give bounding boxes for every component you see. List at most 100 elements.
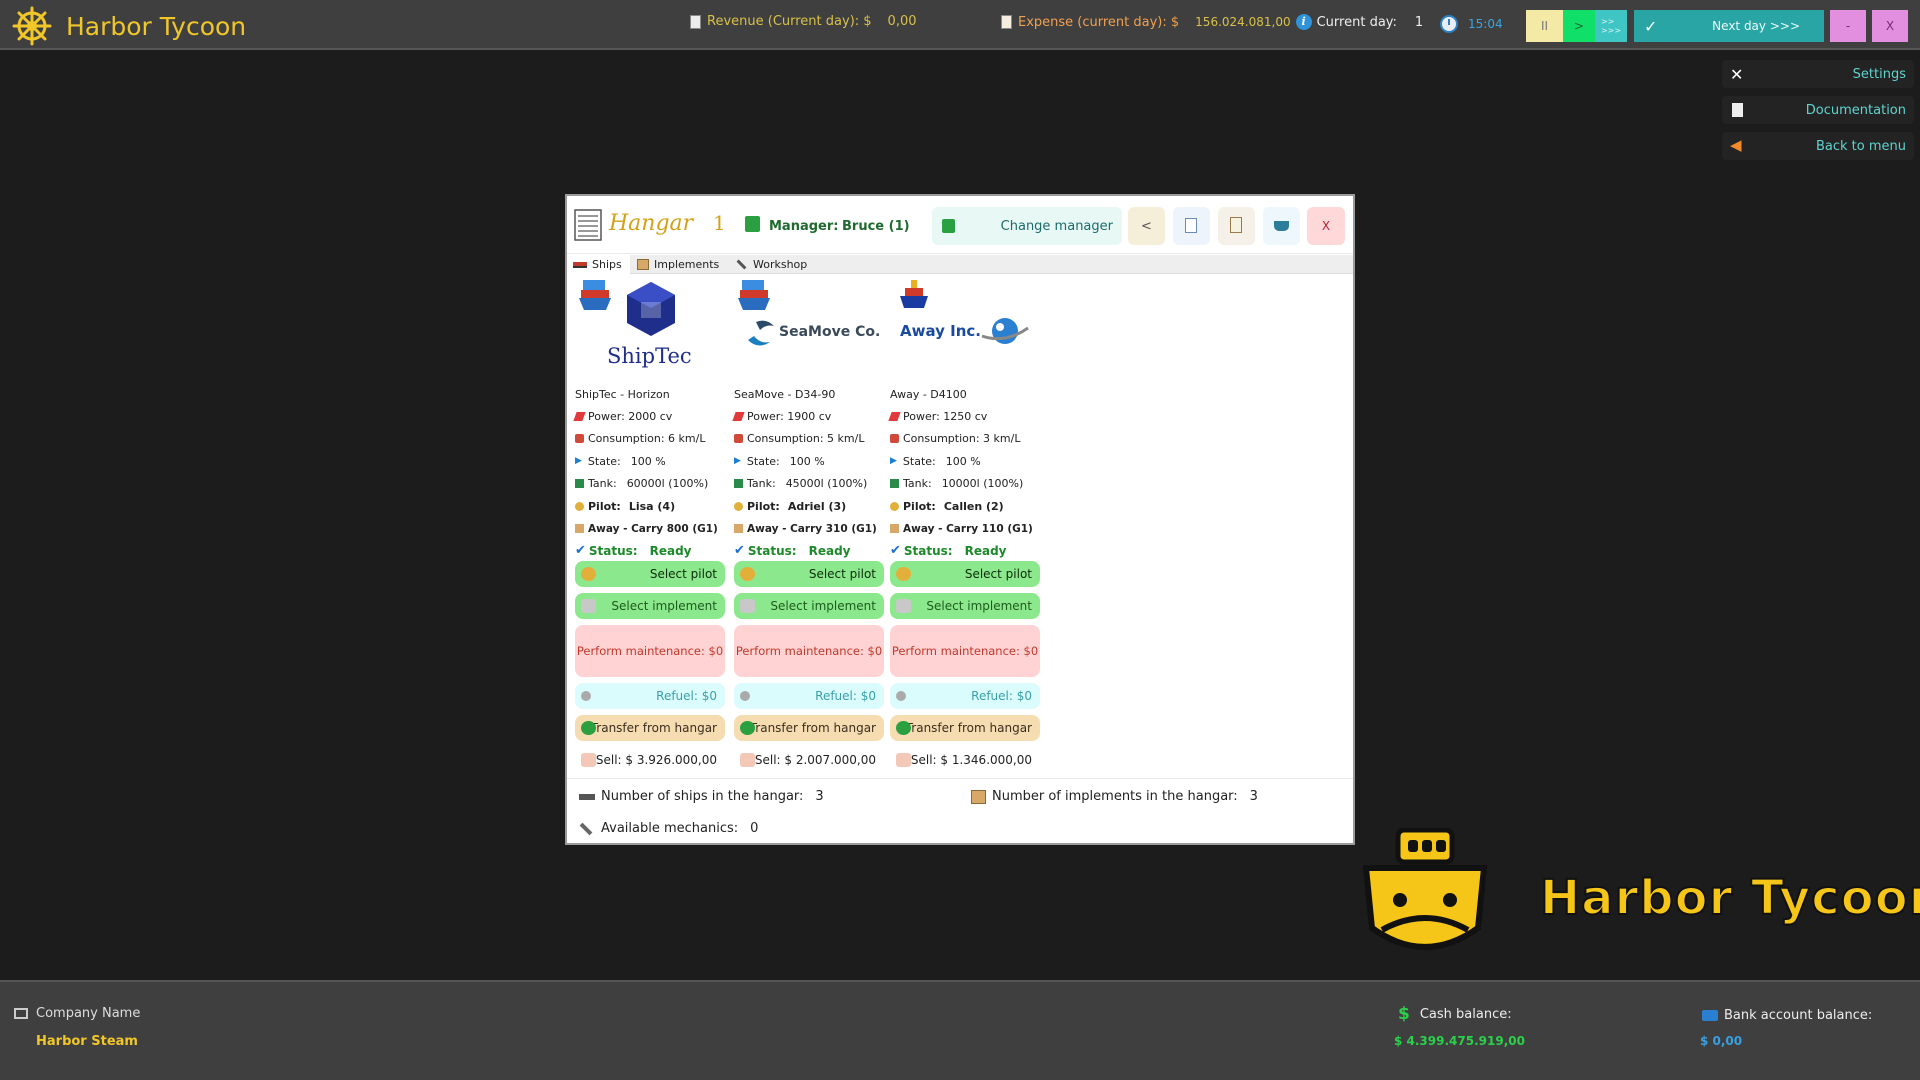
manager-icon: [942, 219, 955, 233]
tab-ships[interactable]: Ships: [567, 255, 630, 274]
ship-specs: ShipTec - Horizon Power: 2000 cv Consump…: [573, 383, 718, 562]
ship-pilot-value: Callen (2): [943, 499, 1004, 513]
select-implement-button[interactable]: Select implement: [575, 593, 725, 619]
ship-implement: Away - Carry 110 (G1): [890, 517, 1033, 539]
ships-count-value: 3: [815, 789, 824, 804]
current-day-label: Current day:: [1316, 14, 1397, 30]
revenue-stat: Revenue (Current day): $ 0,00: [690, 14, 917, 29]
shiptec-logo-icon: [627, 282, 675, 336]
engine-icon: [890, 434, 899, 444]
close-app-button[interactable]: X: [1872, 10, 1908, 42]
back-button[interactable]: <: [1128, 207, 1165, 245]
transfer-icon: [581, 721, 596, 735]
ship-brand-logo: ShipTec: [607, 344, 692, 368]
select-implement-button[interactable]: Select implement: [890, 593, 1040, 619]
ship-state-label: State:: [587, 454, 621, 468]
select-implement-label: Select implement: [926, 599, 1032, 613]
next-day-button[interactable]: ✓ Next day >>>: [1634, 10, 1824, 42]
transfer-button[interactable]: Transfer from hangar: [575, 715, 725, 741]
pilot-icon: [896, 567, 911, 581]
documentation-button[interactable]: Documentation: [1722, 96, 1914, 124]
ship-state: ▶State:100 %: [734, 450, 877, 472]
settings-button[interactable]: ✕ Settings: [1722, 60, 1914, 88]
globe-logo-icon: [981, 318, 1029, 344]
refuel-button[interactable]: Refuel: $0: [890, 683, 1040, 709]
doc-icon: [1185, 218, 1197, 233]
play-button[interactable]: >: [1563, 10, 1595, 42]
refuel-label: Refuel: $0: [656, 689, 717, 703]
manager-name: Bruce (1): [842, 219, 910, 234]
fuel-icon: [734, 479, 743, 489]
transfer-label: Transfer from hangar: [590, 721, 717, 735]
ship-power-text: Power: 1250 cv: [903, 410, 988, 424]
box-icon: [740, 599, 755, 613]
back-to-menu-button[interactable]: ◀ Back to menu: [1722, 132, 1914, 160]
ship-status-value: Ready: [808, 543, 851, 558]
doc-icon: [1001, 15, 1012, 29]
tab-workshop[interactable]: Workshop: [730, 255, 820, 274]
doc-icon: [1732, 103, 1743, 117]
ship-power: Power: 1900 cv: [732, 405, 877, 427]
fuel-icon: [740, 691, 750, 701]
perform-maintenance-button[interactable]: Perform maintenance: $0: [575, 625, 725, 677]
select-pilot-label: Select pilot: [964, 567, 1032, 581]
sell-button[interactable]: Sell: $ 3.926.000,00: [575, 747, 725, 773]
ship-power-text: Power: 1900 cv: [747, 410, 832, 424]
tab-implements[interactable]: Implements: [631, 255, 729, 274]
select-pilot-button[interactable]: Select pilot: [890, 561, 1040, 587]
ship-implement-text: Away - Carry 800 (G1): [588, 522, 718, 535]
perform-maintenance-button[interactable]: Perform maintenance: $0: [890, 625, 1040, 677]
power-icon: [888, 412, 901, 422]
pilot-icon: [581, 567, 596, 581]
seamove-logo-icon: [748, 320, 774, 346]
ship-pilot-value: Lisa (4): [628, 499, 676, 513]
transfer-button[interactable]: Transfer from hangar: [734, 715, 884, 741]
transfer-icon: [740, 721, 755, 735]
transfer-button[interactable]: Transfer from hangar: [890, 715, 1040, 741]
ship-icon: [573, 261, 587, 268]
ship-logo-area: SeaMove Co.: [734, 276, 888, 376]
close-hangar-button[interactable]: X: [1307, 207, 1345, 245]
refuel-button[interactable]: Refuel: $0: [575, 683, 725, 709]
ship-implement: Away - Carry 800 (G1): [575, 517, 718, 539]
minimize-button[interactable]: -: [1830, 10, 1866, 42]
ship-state: ▶State:100 %: [575, 450, 718, 472]
pause-button[interactable]: II: [1526, 10, 1563, 42]
check-icon: ✔: [734, 543, 745, 559]
tab-implements-label: Implements: [654, 258, 720, 271]
expense-value: 156.024.081,00: [1195, 15, 1291, 29]
select-pilot-button[interactable]: Select pilot: [575, 561, 725, 587]
manager-label: Manager:: [769, 219, 839, 234]
info-icon[interactable]: i: [1295, 14, 1312, 30]
box-icon: [734, 524, 743, 534]
change-manager-button[interactable]: Change manager: [932, 207, 1122, 245]
ship-state-label: State:: [902, 454, 936, 468]
hangar-header: Hangar 1 Manager: Bruce (1) Change manag…: [567, 196, 1353, 254]
tab-workshop-label: Workshop: [753, 258, 808, 271]
ship-tank-label: Tank:: [903, 477, 932, 491]
fast-forward-button[interactable]: >> >>>: [1595, 10, 1627, 42]
select-implement-button[interactable]: Select implement: [734, 593, 884, 619]
ship-action-button[interactable]: [1263, 207, 1300, 245]
clipboard-button[interactable]: [1218, 207, 1255, 245]
report-button[interactable]: [1173, 207, 1210, 245]
select-pilot-button[interactable]: Select pilot: [734, 561, 884, 587]
fuel-icon: [581, 691, 591, 701]
next-day-label: Next day >>>: [1712, 19, 1800, 33]
ship-brand-logo: Away Inc.: [900, 322, 981, 340]
harbor-tycoon-ship-logo-icon: [1362, 828, 1488, 950]
company-name-label: Company Name: [36, 1006, 141, 1021]
ship-tank-label: Tank:: [747, 477, 776, 491]
ship-tank-value: 60000l (100%): [626, 477, 709, 491]
fuel-icon: [575, 479, 584, 489]
sell-button[interactable]: Sell: $ 1.346.000,00: [890, 747, 1040, 773]
perform-maintenance-button[interactable]: Perform maintenance: $0: [734, 625, 884, 677]
ship-specs: SeaMove - D34-90 Power: 1900 cv Consumpt…: [732, 383, 877, 562]
ship-tank: Tank:60000l (100%): [575, 473, 718, 495]
play-icon: ▶: [734, 456, 741, 467]
top-bar: Harbor Tycoon Revenue (Current day): $ 0…: [0, 0, 1920, 50]
sell-button[interactable]: Sell: $ 2.007.000,00: [734, 747, 884, 773]
ship-consumption: Consumption: 6 km/L: [575, 428, 718, 450]
ship-state-value: 100 %: [945, 454, 981, 468]
refuel-button[interactable]: Refuel: $0: [734, 683, 884, 709]
